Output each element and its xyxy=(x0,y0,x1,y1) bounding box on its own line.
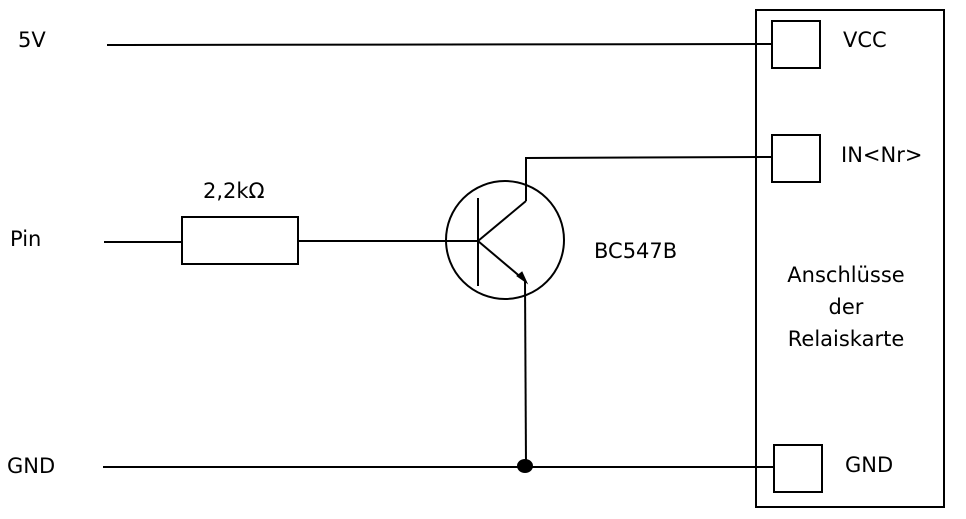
label-gnd-left: GND xyxy=(7,454,56,478)
wire-5v xyxy=(106,43,773,46)
label-vcc: VCC xyxy=(843,28,887,52)
resistor xyxy=(181,216,299,265)
label-gnd-right: GND xyxy=(845,453,894,477)
terminal-vcc xyxy=(771,20,821,69)
caption-line-1: Anschlüsse xyxy=(787,263,905,287)
terminal-gnd xyxy=(773,444,823,493)
transistor-emitter xyxy=(477,240,524,280)
transistor-body xyxy=(445,180,565,300)
caption-line-3: Relaiskarte xyxy=(787,327,905,351)
label-in: IN<Nr> xyxy=(841,143,923,167)
label-transistor: BC547B xyxy=(594,239,678,263)
wire-emitter xyxy=(524,280,527,467)
label-resistor: 2,2kΩ xyxy=(203,179,265,203)
emitter-arrow xyxy=(516,271,529,285)
relay-board xyxy=(755,9,945,508)
label-5v: 5V xyxy=(18,28,46,52)
junction-dot xyxy=(517,459,533,473)
label-pin: Pin xyxy=(10,227,42,251)
relay-board-caption: Anschlüsse der Relaiskarte xyxy=(756,259,936,355)
transistor-collector xyxy=(477,200,527,242)
wire-collector xyxy=(525,156,773,201)
caption-line-2: der xyxy=(828,295,864,319)
terminal-in xyxy=(771,134,821,183)
